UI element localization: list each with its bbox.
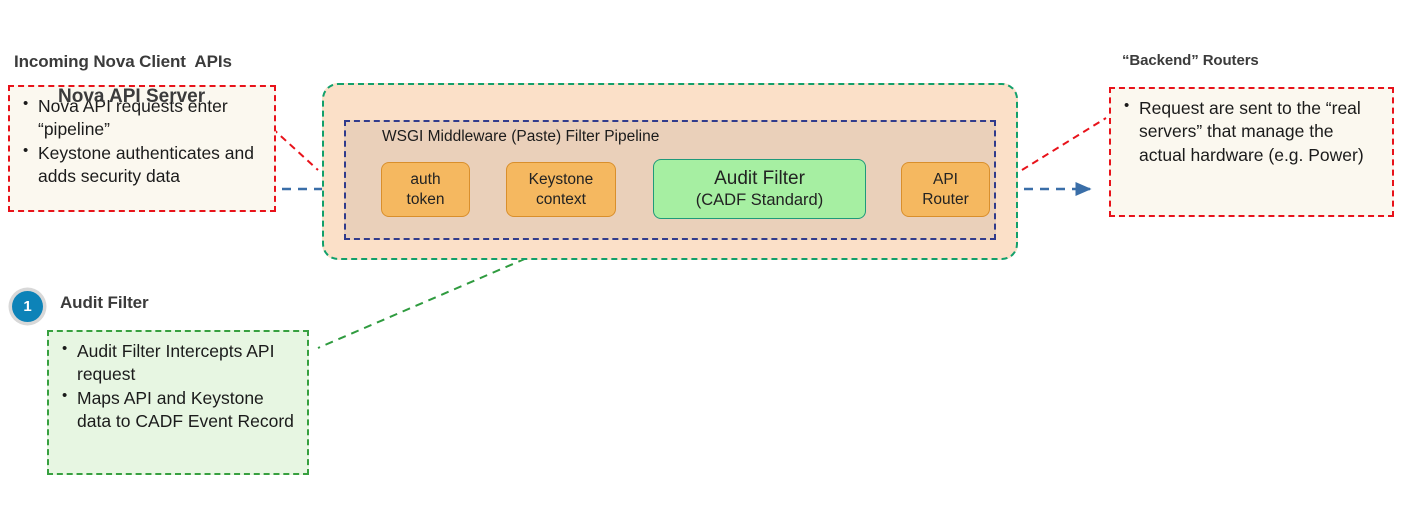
nova-api-server-title: Nova API Server — [58, 86, 206, 107]
stage-label-line2: context — [536, 190, 586, 208]
heading-backend-routers: “Backend” Routers — [1122, 52, 1259, 69]
stage-label-line1: Keystone — [528, 171, 594, 189]
pipeline-stage-keystone-context[interactable]: Keystone context — [506, 162, 616, 217]
stage-label-line1: API — [933, 171, 958, 189]
badge-number-one: 1 — [12, 291, 43, 322]
list-item: Keystone authenticates and adds security… — [18, 141, 264, 189]
wsgi-middleware-pipeline-title: WSGI Middleware (Paste) Filter Pipeline — [382, 128, 660, 145]
stage-label-line2: token — [406, 190, 445, 208]
list-item: Nova API requests enter “pipeline” — [18, 94, 264, 142]
note-incoming-apis: Nova API requests enter “pipeline” Keyst… — [8, 85, 276, 212]
stage-label-line1: Audit Filter — [714, 167, 805, 189]
leader-incoming — [271, 127, 319, 171]
list-item: Audit Filter Intercepts API request — [57, 339, 297, 387]
note-audit-filter: Audit Filter Intercepts API request Maps… — [47, 330, 309, 475]
list-item: Request are sent to the “real servers” t… — [1119, 96, 1382, 167]
note-backend-routers: Request are sent to the “real servers” t… — [1109, 87, 1394, 217]
leader-backend — [1021, 117, 1107, 171]
heading-audit-filter: Audit Filter — [60, 293, 149, 312]
stage-label-line2: (CADF Standard) — [695, 190, 824, 209]
stage-label-line2: Router — [922, 190, 969, 208]
stage-label-line1: auth — [410, 171, 441, 189]
pipeline-stage-api-router[interactable]: API Router — [901, 162, 990, 217]
list-item: Maps API and Keystone data to CADF Event… — [57, 386, 297, 434]
heading-incoming-nova-client-apis: Incoming Nova Client APIs — [14, 52, 232, 71]
pipeline-stage-auth-token[interactable]: auth token — [381, 162, 470, 217]
pipeline-stage-audit-filter[interactable]: Audit Filter (CADF Standard) — [653, 159, 866, 219]
